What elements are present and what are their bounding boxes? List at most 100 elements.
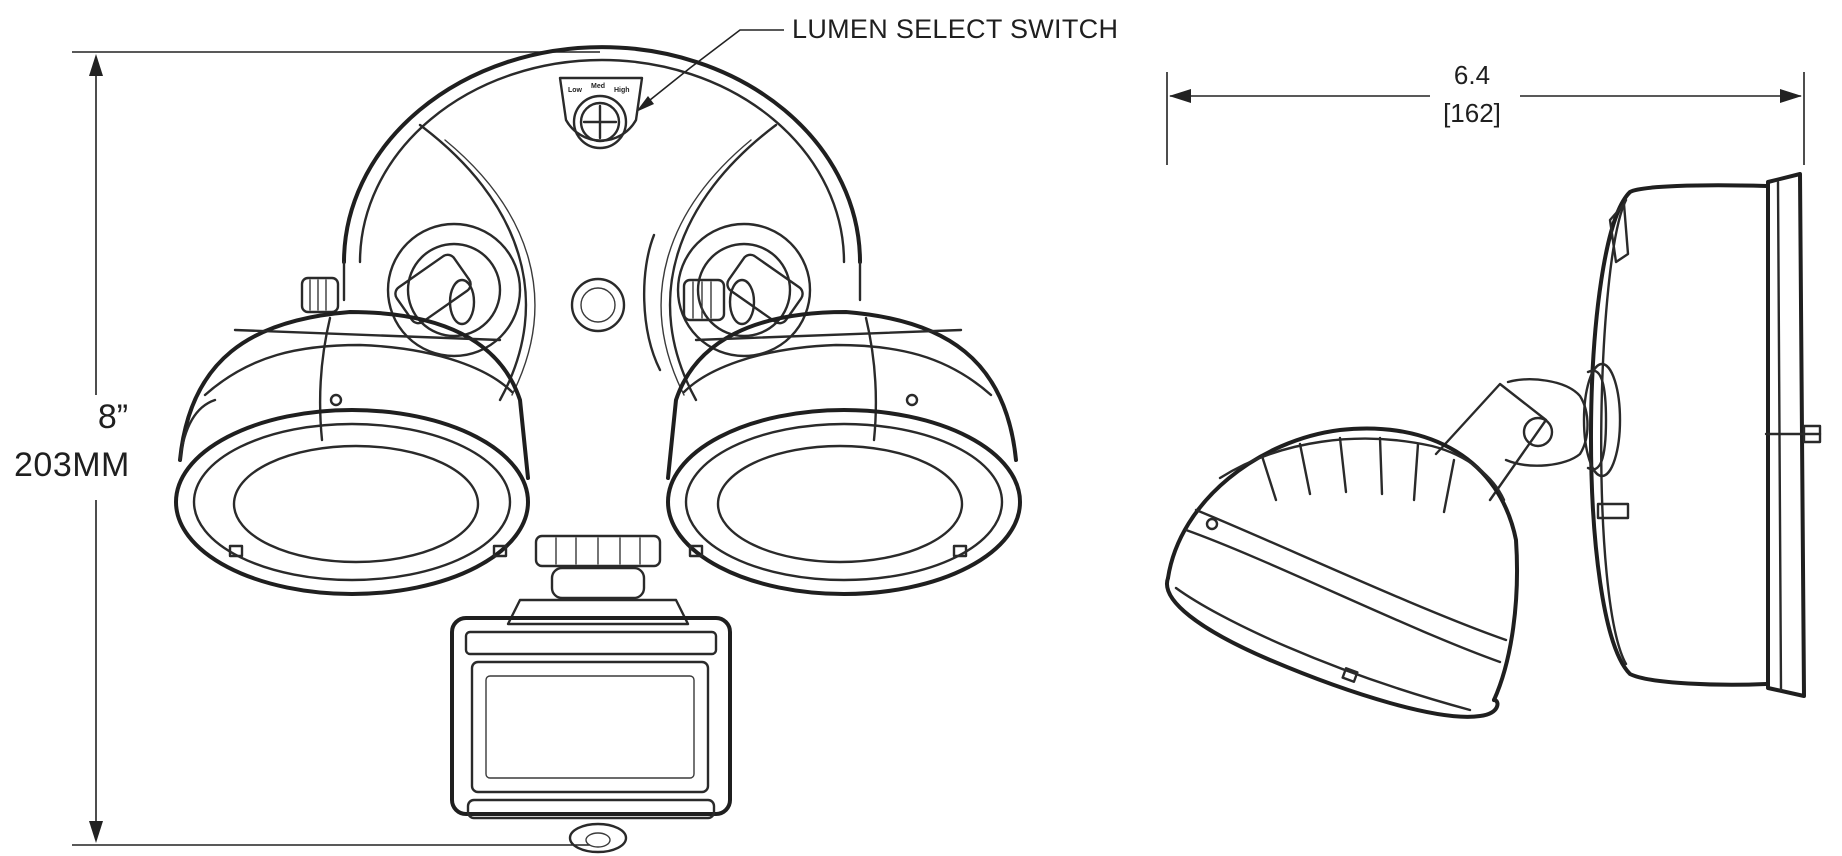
switch-pos-high: High <box>614 87 630 94</box>
right-lamp-band <box>682 343 993 397</box>
right-lamp-screw-top <box>905 393 919 407</box>
left-lobe-curve-inner <box>444 139 536 396</box>
left-swivel-ring <box>406 242 502 338</box>
sensor-top-band <box>464 630 718 656</box>
right-lamp-top-edge <box>694 328 963 342</box>
right-swivel-knuckle <box>728 278 756 326</box>
right-swivel-outer <box>676 222 812 358</box>
side-lamp-band-top <box>1194 508 1508 642</box>
left-lamp-head <box>174 310 530 596</box>
motion-sensor <box>450 534 732 854</box>
sensor-window-inner <box>485 675 695 779</box>
height-arrow-bottom <box>89 821 103 843</box>
wall-plate-body <box>1589 183 1768 687</box>
side-lamp-fin-5 <box>1412 442 1420 502</box>
backplate <box>342 45 862 402</box>
right-swivel-ring <box>696 242 792 338</box>
front-view: Low Med High <box>174 45 1022 854</box>
wall-plate-foot <box>1596 502 1630 520</box>
right-lamp-dome <box>666 310 1018 480</box>
centre-knockout <box>570 277 626 333</box>
left-lamp-top-edge <box>233 328 502 342</box>
lumen-select-switch-label: LUMEN SELECT SWITCH <box>792 14 1119 44</box>
side-lamp-fin-4 <box>1378 436 1384 496</box>
height-label-inches: 8” <box>97 398 129 436</box>
width-label-inches: 6.4 <box>1453 60 1491 90</box>
height-dimension <box>72 51 600 846</box>
left-lamp-bezel-inner <box>192 422 512 582</box>
left-lamp-clip-right <box>492 544 508 558</box>
right-lamp-bezel-inner <box>684 422 1004 582</box>
left-lamp-screw-top <box>329 393 343 407</box>
side-swivel-body <box>1504 378 1589 467</box>
height-label-mm: 203MM <box>14 446 130 484</box>
left-swivel-outer <box>386 222 522 358</box>
right-lamp-seam-v <box>864 316 878 442</box>
switch-dial <box>579 101 621 143</box>
right-swivel <box>676 222 812 358</box>
height-arrow-top <box>89 54 103 76</box>
left-lamp-lens <box>232 444 480 564</box>
side-lamp-bezel-inner <box>1174 586 1472 712</box>
side-lamp-fins-base <box>1218 437 1506 502</box>
side-lamp-clip <box>1341 667 1359 683</box>
sensor-lens-bottom <box>568 822 628 854</box>
side-lamp-bezel <box>1165 576 1500 719</box>
right-lamp-clip-right <box>952 544 968 558</box>
mount-stud-cap <box>1802 424 1822 444</box>
lumen-switch-leader <box>636 29 784 112</box>
right-lamp-lens <box>716 444 964 564</box>
side-wall-plate <box>1589 172 1822 698</box>
side-lamp-fin-2 <box>1298 442 1312 496</box>
right-swivel-boss <box>643 233 662 372</box>
side-lamp-band-bottom <box>1184 528 1502 664</box>
right-lock-knob <box>682 278 726 322</box>
sensor-window <box>470 660 710 794</box>
wall-plate-flange-line <box>1776 180 1783 692</box>
wall-plate-flange <box>1766 172 1806 698</box>
right-lamp-clip-left <box>688 544 704 558</box>
width-arrow-left <box>1169 89 1191 103</box>
left-swivel-arm <box>394 253 472 325</box>
left-lamp-side <box>178 398 217 462</box>
backplate-outer-arc <box>342 45 862 264</box>
left-lamp-dome <box>178 310 530 480</box>
side-lamp-screw <box>1205 517 1219 531</box>
right-lobe-curve <box>668 123 778 402</box>
side-swivel <box>1434 362 1622 502</box>
leader-arrow <box>636 96 654 112</box>
sensor-shoulder <box>506 598 690 626</box>
sensor-neck <box>550 566 646 600</box>
right-lamp-head <box>666 310 1022 596</box>
left-lock-knob <box>300 276 340 314</box>
right-lobe-curve-inner <box>660 139 752 396</box>
side-swivel-base <box>1582 362 1622 478</box>
side-swivel-arm <box>1434 382 1548 502</box>
width-arrow-right <box>1780 89 1802 103</box>
left-lamp-band <box>203 343 514 397</box>
switch-dial-outer <box>572 94 628 150</box>
left-lobe-curve <box>418 123 528 402</box>
width-label-mm: [162] <box>1443 98 1501 128</box>
wall-plate-switch <box>1608 202 1630 264</box>
side-lamp-fin-1 <box>1260 454 1278 502</box>
sensor-body <box>450 616 732 816</box>
centre-knockout-inner <box>580 287 616 323</box>
side-lamp-fin-6 <box>1442 458 1456 514</box>
side-lamp-dome <box>1166 426 1520 702</box>
side-view <box>1165 172 1822 719</box>
sensor-collar <box>534 534 662 568</box>
side-lamp-head <box>1165 426 1520 719</box>
backplate-inner-arc <box>358 58 846 264</box>
wall-plate-front-curve <box>1600 198 1628 666</box>
switch-pos-low: Low <box>568 87 583 94</box>
left-lamp-seam-v <box>318 316 332 442</box>
sensor-lens-bottom-inner <box>585 832 611 848</box>
sensor-bottom-lip <box>466 798 716 820</box>
left-lamp-clip-left <box>228 544 244 558</box>
side-lamp-fin-3 <box>1338 436 1348 494</box>
width-dimension <box>1166 72 1805 165</box>
lumen-select-switch: Low Med High <box>558 76 644 150</box>
side-swivel-pivot <box>1522 416 1554 448</box>
